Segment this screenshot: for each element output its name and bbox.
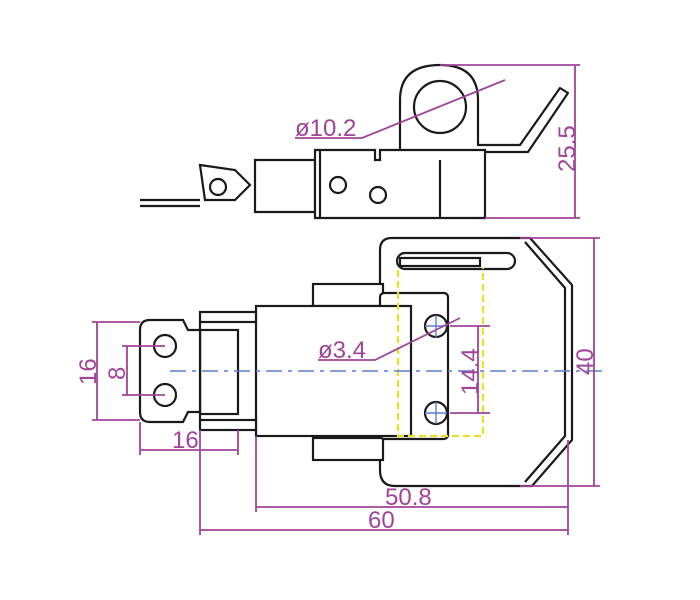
label-50-8: 50.8	[385, 484, 432, 511]
label-25-5: 25.5	[554, 125, 581, 172]
label-16-horizontal: 16	[172, 427, 199, 454]
label-60: 60	[368, 507, 395, 534]
label-40: 40	[572, 348, 599, 375]
label-dia-3-4: ø3.4	[318, 337, 366, 364]
dimensions	[92, 64, 600, 535]
dimension-labels: ø10.2 25.5 ø3.4 16 8 16 14.4 40 50.8 60	[75, 115, 599, 534]
label-dia-10-2: ø10.2	[295, 115, 356, 142]
label-8: 8	[104, 367, 131, 380]
label-16-vertical: 16	[75, 358, 102, 385]
top-view	[138, 236, 605, 488]
label-14-4: 14.4	[457, 348, 484, 395]
side-view	[140, 63, 570, 220]
